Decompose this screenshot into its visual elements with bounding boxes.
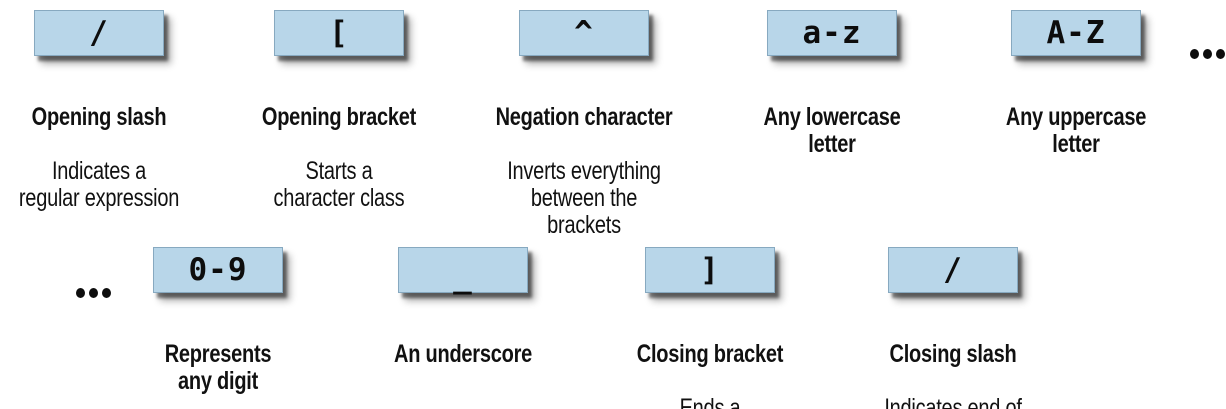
token-title: Closing slash bbox=[889, 340, 1017, 368]
dot bbox=[1216, 49, 1225, 59]
token-title: Opening slash bbox=[31, 103, 167, 131]
token-title: Opening bracket bbox=[261, 103, 417, 131]
ellipsis-icon bbox=[1190, 49, 1225, 59]
regex-token-opening-bracket: [ Opening bracket Starts a character cla… bbox=[224, 10, 454, 239]
token-symbol: ^ bbox=[574, 14, 594, 51]
token-description: Indicates end of regular expression bbox=[884, 394, 1022, 409]
dot bbox=[76, 288, 85, 298]
dot bbox=[1190, 49, 1199, 59]
token-box: ] bbox=[645, 247, 775, 293]
token-title: Any uppercase letter bbox=[1005, 103, 1147, 158]
token-symbol: / bbox=[89, 14, 109, 51]
regex-token-closing-slash: / Closing slash Indicates end of regular… bbox=[838, 247, 1068, 409]
dot bbox=[1203, 49, 1212, 59]
token-symbol: a-z bbox=[802, 14, 862, 51]
token-box: ^ bbox=[519, 10, 649, 56]
token-box: a-z bbox=[767, 10, 897, 56]
dot bbox=[102, 288, 111, 298]
regex-token-closing-bracket: ] Closing bracket Ends a character class bbox=[595, 247, 825, 409]
token-title: Any lowercase letter bbox=[763, 103, 901, 158]
regex-token-lowercase-range: a-z Any lowercase letter bbox=[717, 10, 947, 185]
token-description: Ends a character class bbox=[679, 394, 741, 409]
token-description: Indicates a regular expression bbox=[18, 157, 180, 212]
token-title: Represents any digit bbox=[164, 340, 272, 395]
regex-token-digit-range: 0-9 Represents any digit bbox=[103, 247, 333, 409]
token-symbol: A-Z bbox=[1046, 14, 1106, 51]
token-box: / bbox=[888, 247, 1018, 293]
token-title: Negation character bbox=[495, 103, 673, 131]
token-box: [ bbox=[274, 10, 404, 56]
token-box: 0-9 bbox=[153, 247, 283, 293]
token-symbol: [ bbox=[329, 14, 349, 51]
token-box: A-Z bbox=[1011, 10, 1141, 56]
regex-token-opening-slash: / Opening slash Indicates a regular expr… bbox=[0, 10, 214, 239]
regex-token-negation-character: ^ Negation character Inverts everything … bbox=[469, 10, 699, 266]
token-title: Closing bracket bbox=[636, 340, 784, 368]
token-symbol: 0-9 bbox=[188, 251, 248, 288]
token-description: Starts a character class bbox=[273, 157, 405, 212]
regex-token-uppercase-range: A-Z Any uppercase letter bbox=[961, 10, 1191, 185]
token-box: / bbox=[34, 10, 164, 56]
regex-token-underscore: _ An underscore bbox=[348, 247, 578, 395]
token-symbol: / bbox=[943, 251, 963, 288]
token-description: Inverts everything between the brackets bbox=[507, 157, 661, 239]
token-box: _ bbox=[398, 247, 528, 293]
token-title: An underscore bbox=[393, 340, 533, 368]
dot bbox=[89, 288, 98, 298]
token-symbol: _ bbox=[453, 258, 473, 295]
ellipsis-icon bbox=[76, 288, 111, 298]
token-symbol: ] bbox=[700, 251, 720, 288]
